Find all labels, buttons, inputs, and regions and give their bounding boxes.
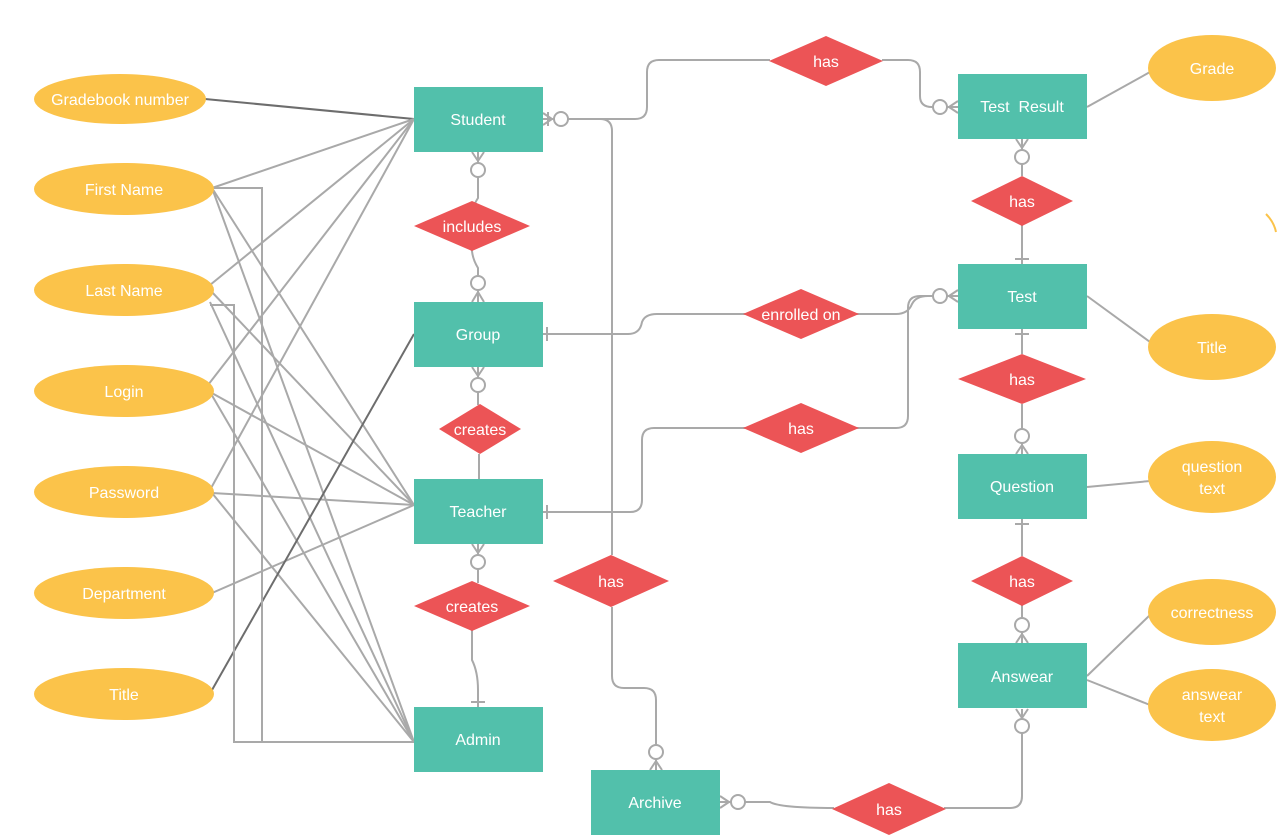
relationship-has-student-archive[interactable]: has <box>553 555 669 607</box>
entity-student[interactable]: Student <box>414 87 543 152</box>
relationship-has-result-test[interactable]: has <box>971 176 1073 226</box>
attribute-answear-text[interactable]: answear text <box>1148 669 1276 741</box>
svg-text:has: has <box>813 54 839 71</box>
relationship-connectors <box>470 59 1151 809</box>
svg-text:correctness: correctness <box>1171 605 1254 622</box>
entity-archive[interactable]: Archive <box>591 770 720 835</box>
svg-text:has: has <box>876 802 902 819</box>
svg-text:has: has <box>788 421 814 438</box>
entity-answear[interactable]: Answear <box>958 643 1087 708</box>
svg-text:question: question <box>1182 459 1243 476</box>
relationship-has-teacher-test[interactable]: has <box>743 403 859 453</box>
relationship-includes[interactable]: includes <box>414 201 530 251</box>
entity-group[interactable]: Group <box>414 302 543 367</box>
svg-text:Group: Group <box>456 327 501 344</box>
attribute-login[interactable]: Login <box>34 365 214 417</box>
svg-text:Answear: Answear <box>991 669 1054 686</box>
svg-text:creates: creates <box>454 422 506 439</box>
entity-test-result[interactable]: Test Result <box>958 74 1087 139</box>
attribute-first-name[interactable]: First Name <box>34 163 214 215</box>
svg-text:Grade: Grade <box>1190 61 1235 78</box>
svg-text:enrolled on: enrolled on <box>761 307 840 324</box>
attribute-password[interactable]: Password <box>34 466 214 518</box>
svg-text:Title: Title <box>1197 340 1227 357</box>
svg-text:has: has <box>1009 372 1035 389</box>
svg-text:answear: answear <box>1182 687 1243 704</box>
svg-text:Test Result: Test Result <box>980 99 1064 116</box>
svg-text:Teacher: Teacher <box>450 504 508 521</box>
attribute-grade[interactable]: Grade <box>1148 35 1276 101</box>
svg-text:text: text <box>1199 709 1225 726</box>
svg-text:has: has <box>1009 194 1035 211</box>
attribute-title-left[interactable]: Title <box>34 668 214 720</box>
svg-text:Gradebook number: Gradebook number <box>51 92 190 109</box>
svg-text:includes: includes <box>443 219 502 236</box>
svg-text:Title: Title <box>109 687 139 704</box>
svg-text:First Name: First Name <box>85 182 163 199</box>
attribute-title-right[interactable]: Title <box>1148 314 1276 380</box>
entity-test[interactable]: Test <box>958 264 1087 329</box>
svg-text:Login: Login <box>104 384 143 401</box>
svg-text:Test: Test <box>1007 289 1037 306</box>
attribute-correctness[interactable]: correctness <box>1148 579 1276 645</box>
entity-admin[interactable]: Admin <box>414 707 543 772</box>
svg-text:has: has <box>1009 574 1035 591</box>
relationship-has-archive-answear[interactable]: has <box>832 783 946 835</box>
attribute-department[interactable]: Department <box>34 567 214 619</box>
svg-text:text: text <box>1199 481 1225 498</box>
cardinality-markers <box>470 99 1030 810</box>
relationship-has-student-result[interactable]: has <box>769 36 883 86</box>
entity-question[interactable]: Question <box>958 454 1087 519</box>
relationship-has-test-question[interactable]: has <box>958 354 1086 404</box>
decorative-stroke <box>1265 213 1277 233</box>
relationship-enrolled-on[interactable]: enrolled on <box>743 289 859 339</box>
relationship-creates-group[interactable]: creates <box>439 404 521 454</box>
relationship-has-question-answear[interactable]: has <box>971 556 1073 606</box>
svg-text:Last Name: Last Name <box>85 283 162 300</box>
svg-text:Admin: Admin <box>455 732 500 749</box>
relationship-creates-admin[interactable]: creates <box>414 581 530 631</box>
entity-teacher[interactable]: Teacher <box>414 479 543 544</box>
svg-text:Password: Password <box>89 485 159 502</box>
svg-text:Department: Department <box>82 586 166 603</box>
svg-text:has: has <box>598 574 624 591</box>
attribute-last-name[interactable]: Last Name <box>34 264 214 316</box>
attribute-question-text[interactable]: question text <box>1148 441 1276 513</box>
attribute-connectors <box>204 98 415 743</box>
svg-text:Question: Question <box>990 479 1054 496</box>
svg-text:creates: creates <box>446 599 498 616</box>
svg-text:Archive: Archive <box>628 795 681 812</box>
svg-text:Student: Student <box>450 112 506 129</box>
attribute-gradebook-number[interactable]: Gradebook number <box>34 74 206 124</box>
